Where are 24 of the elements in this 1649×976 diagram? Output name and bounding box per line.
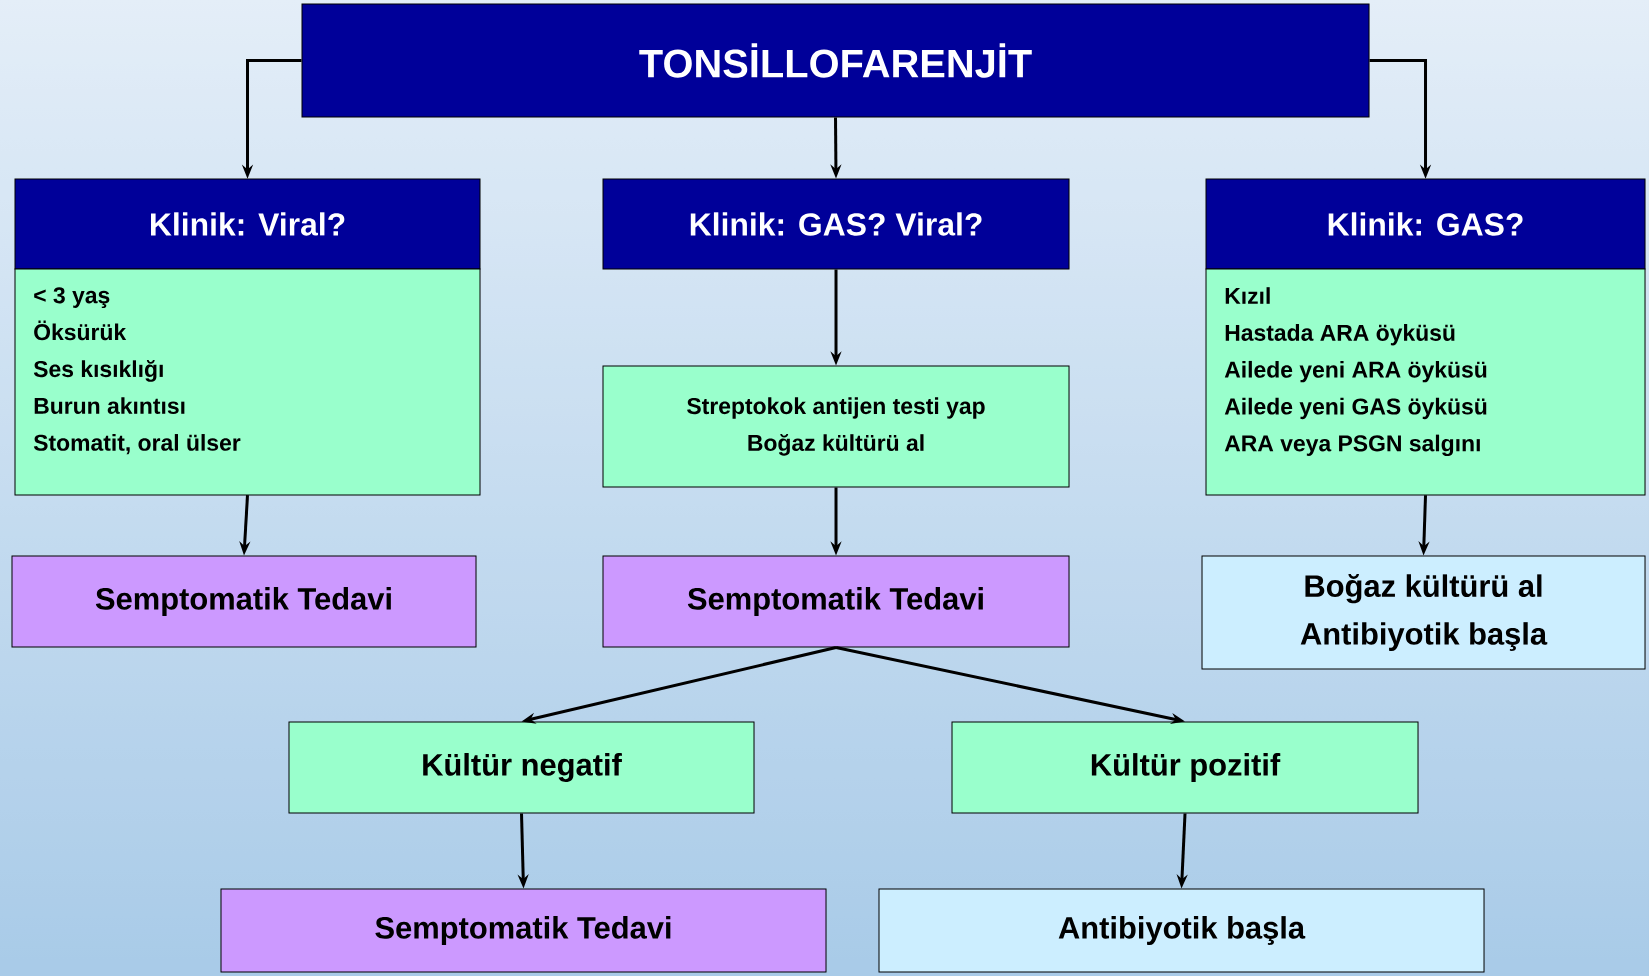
process-box: Streptokok antijen testi yap Boğaz kültürü al bbox=[602, 365, 1070, 488]
title-box: TONSİLLOFARENJİT bbox=[301, 3, 1370, 118]
treatment-box: Semptomatik Tedavi bbox=[11, 555, 477, 648]
node-label: Ses kısıklığı bbox=[33, 360, 163, 382]
box-body: Kızıl Hastada ARA öyküsü Ailede yeni ARA öyküsü Ailede yeni GAS öyküsü ARA veya PSGN salgını bbox=[1205, 268, 1646, 496]
treatment-box: Boğaz kültürü al Antibiyotik başla bbox=[1201, 555, 1646, 670]
box-header: Klinik: GAS? bbox=[1205, 178, 1646, 270]
box-header: Klinik: Viral? bbox=[14, 178, 481, 270]
process-box: Kültür negatif bbox=[288, 721, 755, 814]
node-label: Hastada ARA öyküsü bbox=[1225, 324, 1455, 346]
node-label: Burun akıntısı bbox=[34, 397, 185, 414]
node-label: ARA veya PSGN salgını bbox=[1224, 434, 1480, 457]
treatment-box: Semptomatik Tedavi bbox=[602, 555, 1070, 648]
treatment-box: Antibiyotik başla bbox=[878, 888, 1485, 973]
box-body: < 3 yaş Öksürük Ses kısıklığı Burun akıntısı Stomatit, oral ülser bbox=[14, 268, 481, 496]
node-label: Ailede yeni GAS öyküsü bbox=[1224, 397, 1487, 420]
treatment-box: Semptomatik Tedavi bbox=[220, 888, 827, 973]
node-label: Ailede yeni ARA öyküsü bbox=[1224, 360, 1487, 383]
node-label: Kızıl bbox=[1225, 287, 1270, 304]
node-label: Öksürük bbox=[34, 320, 127, 341]
node-label: < 3 yaş bbox=[34, 287, 110, 308]
node-label: Stomatit, oral ülser bbox=[33, 434, 241, 455]
process-box: Kültür pozitif bbox=[951, 721, 1419, 814]
title-box: Klinik: GAS? Viral? bbox=[602, 178, 1070, 270]
